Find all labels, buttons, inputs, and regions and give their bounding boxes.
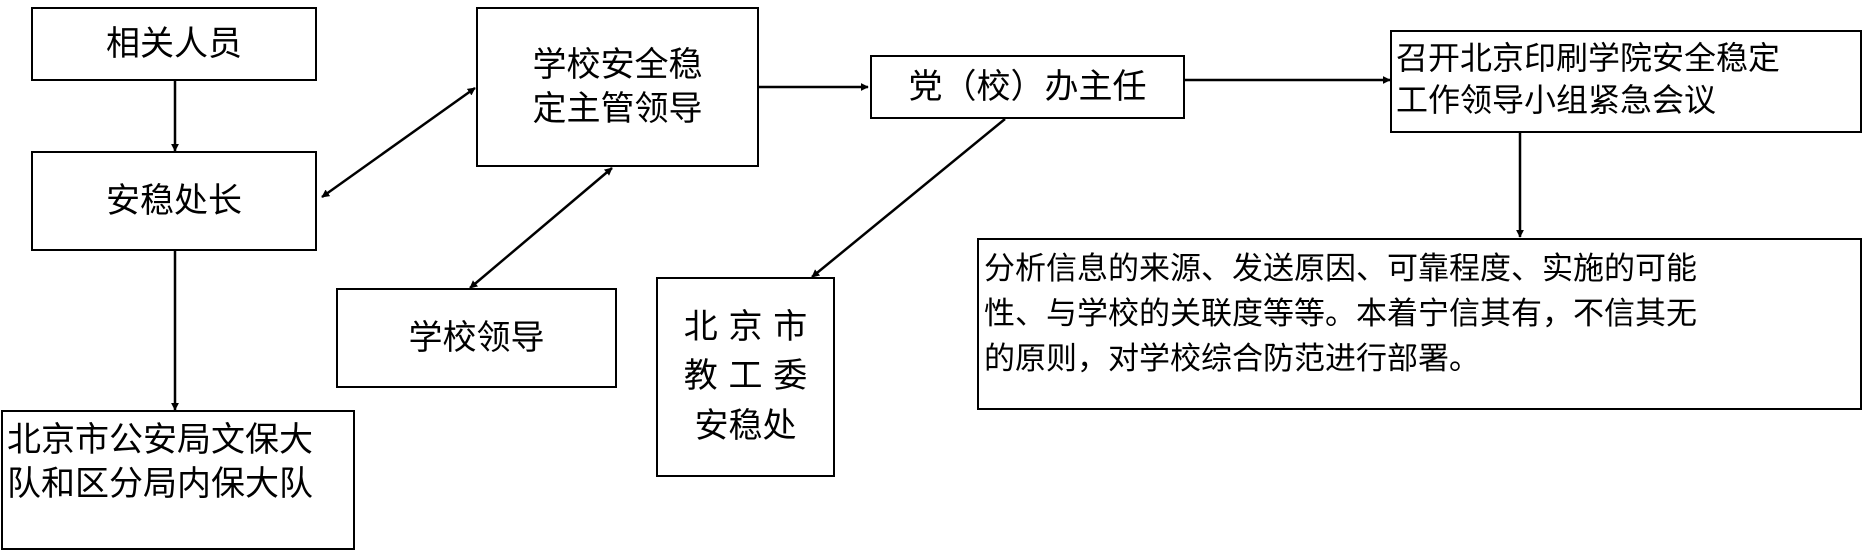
node-education-committee-line2: 教 工 委 — [683, 356, 808, 397]
node-analysis: 分析信息的来源、发送原因、可靠程度、实施的可能 性、与学校的关联度等等。本着宁信… — [977, 238, 1862, 410]
node-school-leaders-label: 学校领导 — [408, 317, 545, 358]
arrow-head-leader-bidirectional — [321, 86, 476, 199]
node-public-security: 北京市公安局文保大 队和区分局内保大队 — [1, 410, 355, 550]
node-education-committee: 北 京 市 教 工 委 安稳处 — [656, 277, 835, 477]
node-safety-leader: 学校安全稳 定主管领导 — [476, 7, 759, 167]
node-emergency-meeting: 召开北京印刷学院安全稳定 工作领导小组紧急会议 — [1390, 30, 1862, 133]
node-related-personnel-label: 相关人员 — [106, 23, 242, 64]
node-analysis-line1: 分析信息的来源、发送原因、可靠程度、实施的可能 — [984, 251, 1697, 287]
node-emergency-meeting-line2: 工作领导小组紧急会议 — [1396, 80, 1717, 119]
node-party-office-director: 党（校）办主任 — [870, 55, 1185, 119]
node-safety-leader-line1: 学校安全稳 — [532, 44, 703, 85]
node-school-leaders: 学校领导 — [336, 288, 617, 388]
node-related-personnel: 相关人员 — [31, 7, 317, 81]
node-emergency-meeting-line1: 召开北京印刷学院安全稳定 — [1396, 39, 1781, 77]
node-party-office-director-label: 党（校）办主任 — [908, 66, 1147, 107]
node-security-office-head: 安稳处长 — [31, 151, 317, 251]
arrow-leader-school-bidirectional — [469, 167, 613, 289]
arrow-party-office-to-education — [811, 118, 1006, 278]
node-public-security-line2: 队和区分局内保大队 — [7, 464, 313, 505]
node-analysis-line2: 性、与学校的关联度等等。本着宁信其有，不信其无 — [984, 295, 1697, 332]
node-education-committee-line1: 北 京 市 — [683, 307, 808, 348]
node-education-committee-line3: 安稳处 — [694, 405, 797, 446]
node-safety-leader-line2: 定主管领导 — [532, 89, 703, 129]
node-analysis-line3: 的原则，对学校综合防范进行部署。 — [984, 340, 1480, 377]
flowchart-connectors — [171, 76, 1524, 411]
node-public-security-line1: 北京市公安局文保大 — [7, 420, 313, 460]
node-security-office-head-label: 安稳处长 — [106, 180, 242, 221]
